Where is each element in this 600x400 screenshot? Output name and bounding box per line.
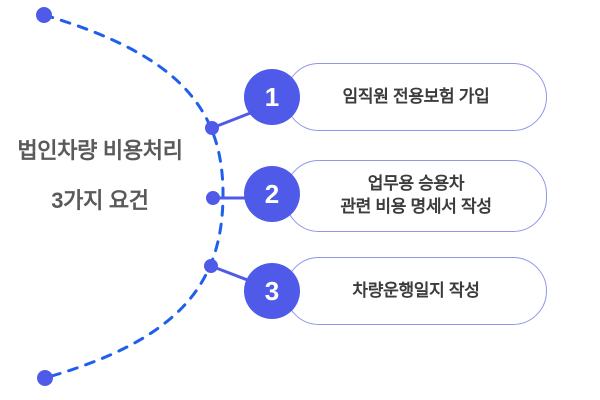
requirement-text-2-line-1: 업무용 승용차: [367, 174, 465, 194]
requirement-pill-1[interactable]: 임직원 전용보험 가입: [285, 63, 547, 131]
junction-dot-1: [205, 121, 219, 135]
requirement-text-3-line-1: 차량운행일지 작성: [352, 280, 480, 300]
requirement-pill-2[interactable]: 업무용 승용차 관련 비용 명세서 작성: [285, 160, 547, 232]
arc-start-dot: [36, 7, 52, 23]
junction-dot-3: [204, 259, 218, 273]
requirement-number-badge-1: 1: [244, 69, 300, 125]
requirement-number-badge-2: 2: [244, 166, 300, 222]
requirement-text-2-line-2: 관련 비용 명세서 작성: [340, 197, 492, 216]
arc-end-dot: [37, 370, 53, 386]
requirement-text-1-line-1: 임직원 전용보험 가입: [342, 86, 490, 106]
title-line-1: 법인차량 비용처리: [17, 138, 183, 163]
requirement-number-badge-3: 3: [244, 263, 300, 319]
main-title: 법인차량 비용처리 3가지 요건: [0, 140, 200, 212]
requirement-pill-3[interactable]: 차량운행일지 작성: [285, 257, 547, 325]
junction-dot-2: [206, 191, 220, 205]
title-line-2: 3가지 요건: [51, 188, 149, 213]
